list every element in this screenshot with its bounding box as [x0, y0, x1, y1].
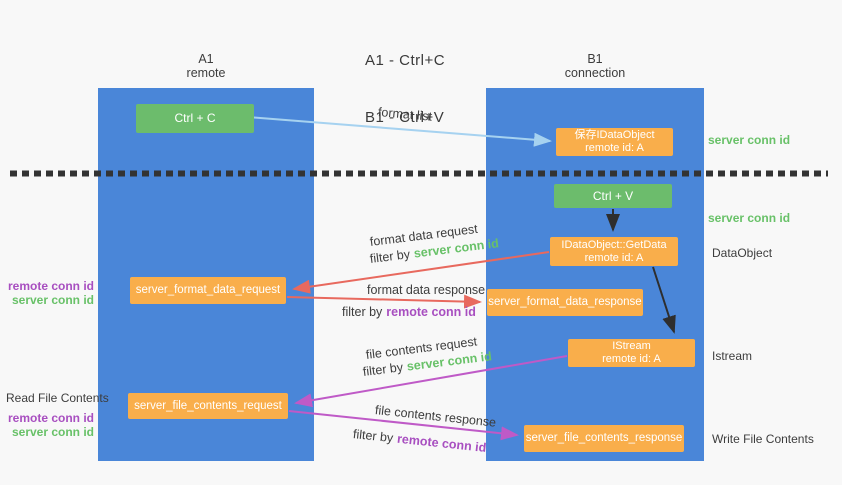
- node-idataobject-getdata-line1: IDataObject::GetData: [561, 238, 667, 251]
- node-istream-line2: remote id: A: [602, 353, 661, 365]
- node-server-format-data-request: server_format_data_request: [130, 277, 286, 304]
- annotation-server-conn-id-mid: server conn id: [708, 211, 791, 225]
- node-server-format-data-response: server_format_data_response: [487, 289, 643, 316]
- node-idataobject-getdata: IDataObject::GetData remote id: A: [550, 237, 678, 266]
- node-istream-line1: IStream: [612, 340, 651, 352]
- annotation-dataobject: DataObject: [712, 246, 773, 260]
- column-b1-id: B1: [587, 52, 603, 66]
- node-ctrl-v: Ctrl + V: [554, 184, 672, 208]
- remote-conn-id-text: remote conn id: [396, 431, 487, 455]
- diagram-title: A1 - Ctrl+C B1 - Ctrl+V: [365, 13, 445, 165]
- node-server-format-data-request-label: server_format_data_request: [135, 284, 281, 296]
- annotation-read-file-contents: Read File Contents: [6, 391, 109, 405]
- annotation-server-conn-id-left-bottom: server conn id: [11, 425, 94, 439]
- column-b1-role: connection: [564, 66, 626, 80]
- label-file-contents-response: file contents response: [374, 403, 497, 430]
- node-ctrl-c: Ctrl + C: [136, 104, 254, 133]
- node-idataobject-getdata-line2: remote id: A: [584, 251, 644, 264]
- node-server-file-contents-response-label: server_file_contents_response: [525, 432, 683, 444]
- annotation-remote-conn-id-bottom: remote conn id: [7, 411, 94, 425]
- filter-by-text: filter by: [369, 247, 411, 266]
- column-header-a1: A1 remote: [98, 52, 314, 80]
- column-header-b1: B1 connection: [486, 52, 704, 80]
- filter-by-text: filter by: [342, 305, 383, 319]
- filter-by-text: filter by: [362, 360, 404, 379]
- label-format-data-response: format data response: [367, 283, 486, 297]
- filter-by-text: filter by: [352, 427, 394, 446]
- annotation-remote-conn-id-top: remote conn id: [7, 279, 94, 293]
- annotation-server-conn-id-left-top: server conn id: [11, 293, 94, 307]
- node-save-idataobject-line1: 保存IDataObject: [574, 129, 655, 141]
- diagram-title-line1: A1 - Ctrl+C: [365, 52, 446, 69]
- annotation-istream: Istream: [712, 349, 753, 363]
- node-save-idataobject-line2: remote id: A: [585, 142, 644, 154]
- annotation-server-conn-id-top: server conn id: [708, 133, 791, 147]
- node-istream: IStream remote id: A: [568, 339, 695, 367]
- node-save-idataobject: 保存IDataObject remote id: A: [556, 128, 673, 156]
- node-ctrl-v-label: Ctrl + V: [592, 188, 634, 203]
- node-server-file-contents-request: server_file_contents_request: [128, 393, 288, 419]
- node-ctrl-c-label: Ctrl + C: [174, 111, 216, 125]
- node-server-file-contents-request-label: server_file_contents_request: [134, 399, 282, 412]
- node-server-format-data-response-label: server_format_data_response: [488, 296, 642, 308]
- column-a1-id: A1: [198, 52, 214, 66]
- annotation-write-file-contents: Write File Contents: [712, 432, 814, 446]
- node-server-file-contents-response: server_file_contents_response: [524, 425, 684, 452]
- remote-conn-id-text: remote conn id: [386, 305, 476, 319]
- column-a1-role: remote: [186, 66, 226, 80]
